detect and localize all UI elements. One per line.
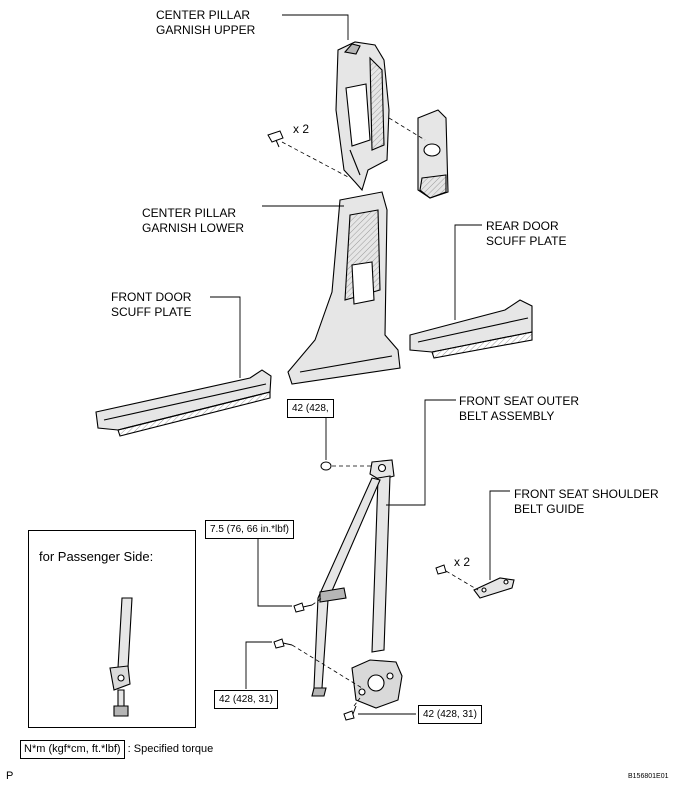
label-rear-door-scuff-plate: REAR DOOR SCUFF PLATE — [486, 219, 566, 249]
pillar-cover-panel — [417, 109, 449, 199]
label-line: FRONT SEAT OUTER — [459, 394, 580, 408]
torque-floor-anchor: 42 (428, 31) — [418, 705, 482, 724]
label-line: FRONT SEAT SHOULDER — [514, 487, 659, 501]
shoulder-belt-guide-part — [473, 577, 515, 599]
label-line: REAR DOOR — [486, 219, 559, 233]
inset-title: for Passenger Side: — [39, 549, 154, 564]
label-front-seat-outer-belt: FRONT SEAT OUTER BELT ASSEMBLY — [459, 394, 579, 424]
label-line: FRONT DOOR — [111, 290, 192, 304]
front-door-scuff-plate-part — [95, 369, 272, 437]
label-center-pillar-garnish-lower: CENTER PILLAR GARNISH LOWER — [142, 206, 244, 236]
page-letter: P — [6, 770, 14, 782]
label-line: GARNISH LOWER — [142, 221, 245, 235]
label-line: CENTER PILLAR — [142, 206, 237, 220]
torque-anchor-top: 42 (428, — [287, 399, 334, 418]
label-line: CENTER PILLAR — [156, 8, 251, 22]
rear-door-scuff-plate-part — [409, 299, 533, 359]
label-front-seat-shoulder-belt-guide: FRONT SEAT SHOULDER BELT GUIDE — [514, 487, 659, 517]
label-line: GARNISH UPPER — [156, 23, 256, 37]
torque-adjuster-bolt: 7.5 (76, 66 in.*lbf) — [205, 520, 294, 539]
bolt-icon — [293, 602, 313, 613]
center-pillar-garnish-lower-part — [287, 191, 401, 385]
label-line: BELT ASSEMBLY — [459, 409, 555, 423]
inset-passenger-belt-drawing — [109, 597, 133, 717]
passenger-side-inset: for Passenger Side: — [28, 530, 196, 728]
label-line: BELT GUIDE — [514, 502, 585, 516]
figure-code: B156801E01 — [628, 773, 669, 780]
label-front-door-scuff-plate: FRONT DOOR SCUFF PLATE — [111, 290, 191, 320]
leader-lines — [210, 14, 510, 715]
torque-retractor-bolt: 42 (428, 31) — [214, 690, 278, 709]
label-line: SCUFF PLATE — [486, 234, 567, 248]
bolt-icon — [343, 705, 357, 721]
screw-icon — [435, 564, 447, 575]
qty-guide-screws: x 2 — [454, 555, 471, 569]
front-seat-outer-belt-part — [311, 459, 403, 709]
torque-legend: N*m (kgf*cm, ft.*lbf) : Specified torque — [20, 740, 213, 759]
label-line: SCUFF PLATE — [111, 305, 192, 319]
qty-upper-clips: x 2 — [293, 122, 310, 136]
legend-units-box: N*m (kgf*cm, ft.*lbf) — [20, 740, 125, 759]
bolt-icon — [273, 638, 293, 649]
center-pillar-garnish-upper-part — [335, 41, 390, 192]
legend-description: : Specified torque — [127, 743, 214, 755]
nut-icon — [320, 461, 332, 471]
label-center-pillar-garnish-upper: CENTER PILLAR GARNISH UPPER — [156, 8, 255, 38]
clip-icon — [267, 130, 284, 148]
